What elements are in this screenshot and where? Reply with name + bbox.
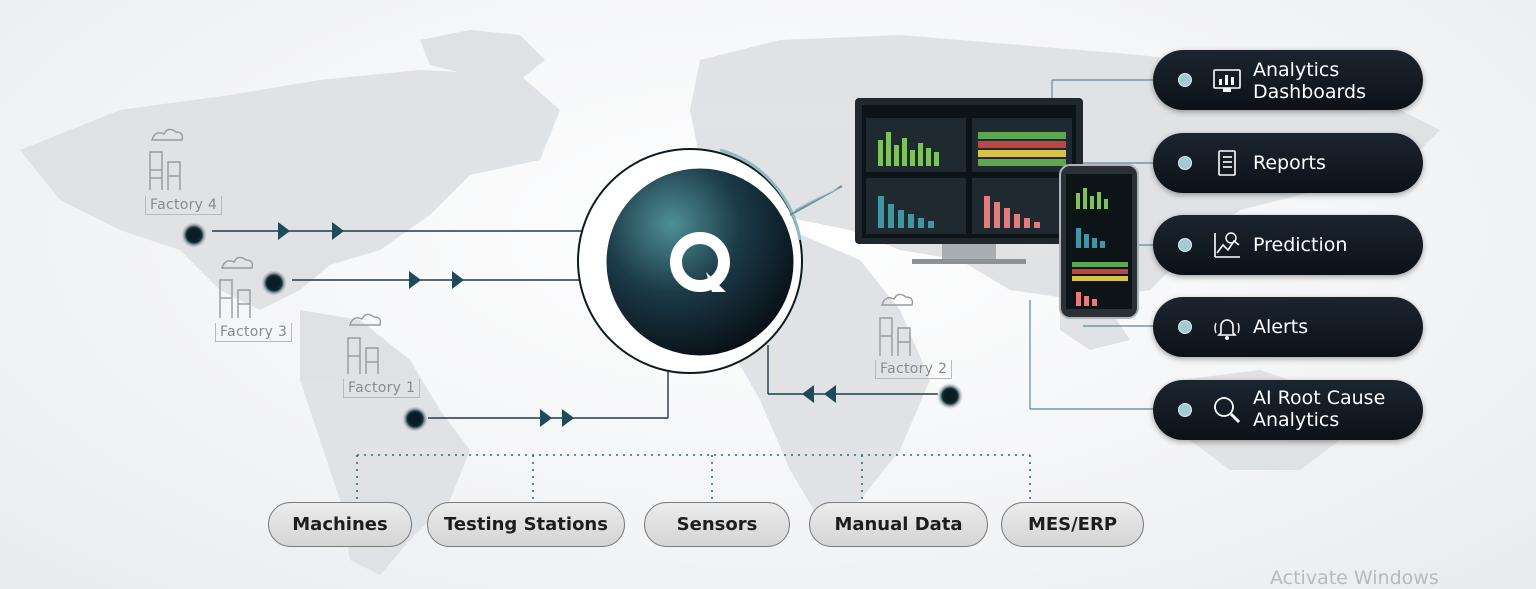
magnifier-icon bbox=[1214, 397, 1241, 424]
phone-illustration bbox=[1059, 164, 1139, 319]
reports-icon bbox=[1218, 150, 1236, 176]
source-manual-data[interactable]: Manual Data bbox=[809, 502, 988, 547]
central-hub bbox=[577, 148, 843, 374]
activate-windows-watermark: Activate Windows bbox=[1270, 567, 1439, 589]
factory-3-label: Factory 3 bbox=[215, 323, 293, 342]
connector-dot bbox=[1178, 403, 1192, 417]
connector-dot bbox=[1178, 238, 1192, 252]
prediction-icon bbox=[1214, 232, 1240, 258]
source-sensors[interactable]: Sensors bbox=[644, 502, 790, 547]
source-machines[interactable]: Machines bbox=[268, 502, 412, 547]
connector-dot bbox=[1178, 73, 1192, 87]
pill-label: Alerts bbox=[1253, 316, 1309, 338]
pill-label: Reports bbox=[1253, 152, 1326, 174]
analytics-dashboard-icon bbox=[1213, 69, 1241, 92]
analytics-dashboards-pill[interactable]: Analytics Dashboards bbox=[1153, 50, 1423, 110]
pill-label: Prediction bbox=[1253, 234, 1348, 256]
pill-label-line1: AI Root Cause bbox=[1253, 387, 1386, 409]
factory-1-label: Factory 1 bbox=[343, 379, 421, 398]
pill-label-line2: Analytics bbox=[1253, 409, 1340, 431]
source-testing-stations[interactable]: Testing Stations bbox=[427, 502, 625, 547]
source-mes-erp[interactable]: MES/ERP bbox=[1001, 502, 1144, 547]
factory-4-label: Factory 4 bbox=[145, 196, 223, 215]
pill-label-line1: Analytics bbox=[1253, 59, 1340, 81]
connector-dot bbox=[1178, 156, 1192, 170]
alerts-bell-icon bbox=[1214, 319, 1240, 340]
ai-root-cause-pill[interactable]: AI Root Cause Analytics bbox=[1153, 380, 1423, 440]
connector-dot bbox=[1178, 320, 1192, 334]
reports-pill[interactable]: Reports bbox=[1153, 133, 1423, 193]
prediction-pill[interactable]: Prediction bbox=[1153, 215, 1423, 275]
monitor-illustration bbox=[855, 98, 1083, 264]
factory-2-label: Factory 2 bbox=[875, 360, 953, 379]
pill-label-line2: Dashboards bbox=[1253, 81, 1366, 103]
factory-dots bbox=[180, 221, 964, 433]
alerts-pill[interactable]: Alerts bbox=[1153, 297, 1423, 357]
